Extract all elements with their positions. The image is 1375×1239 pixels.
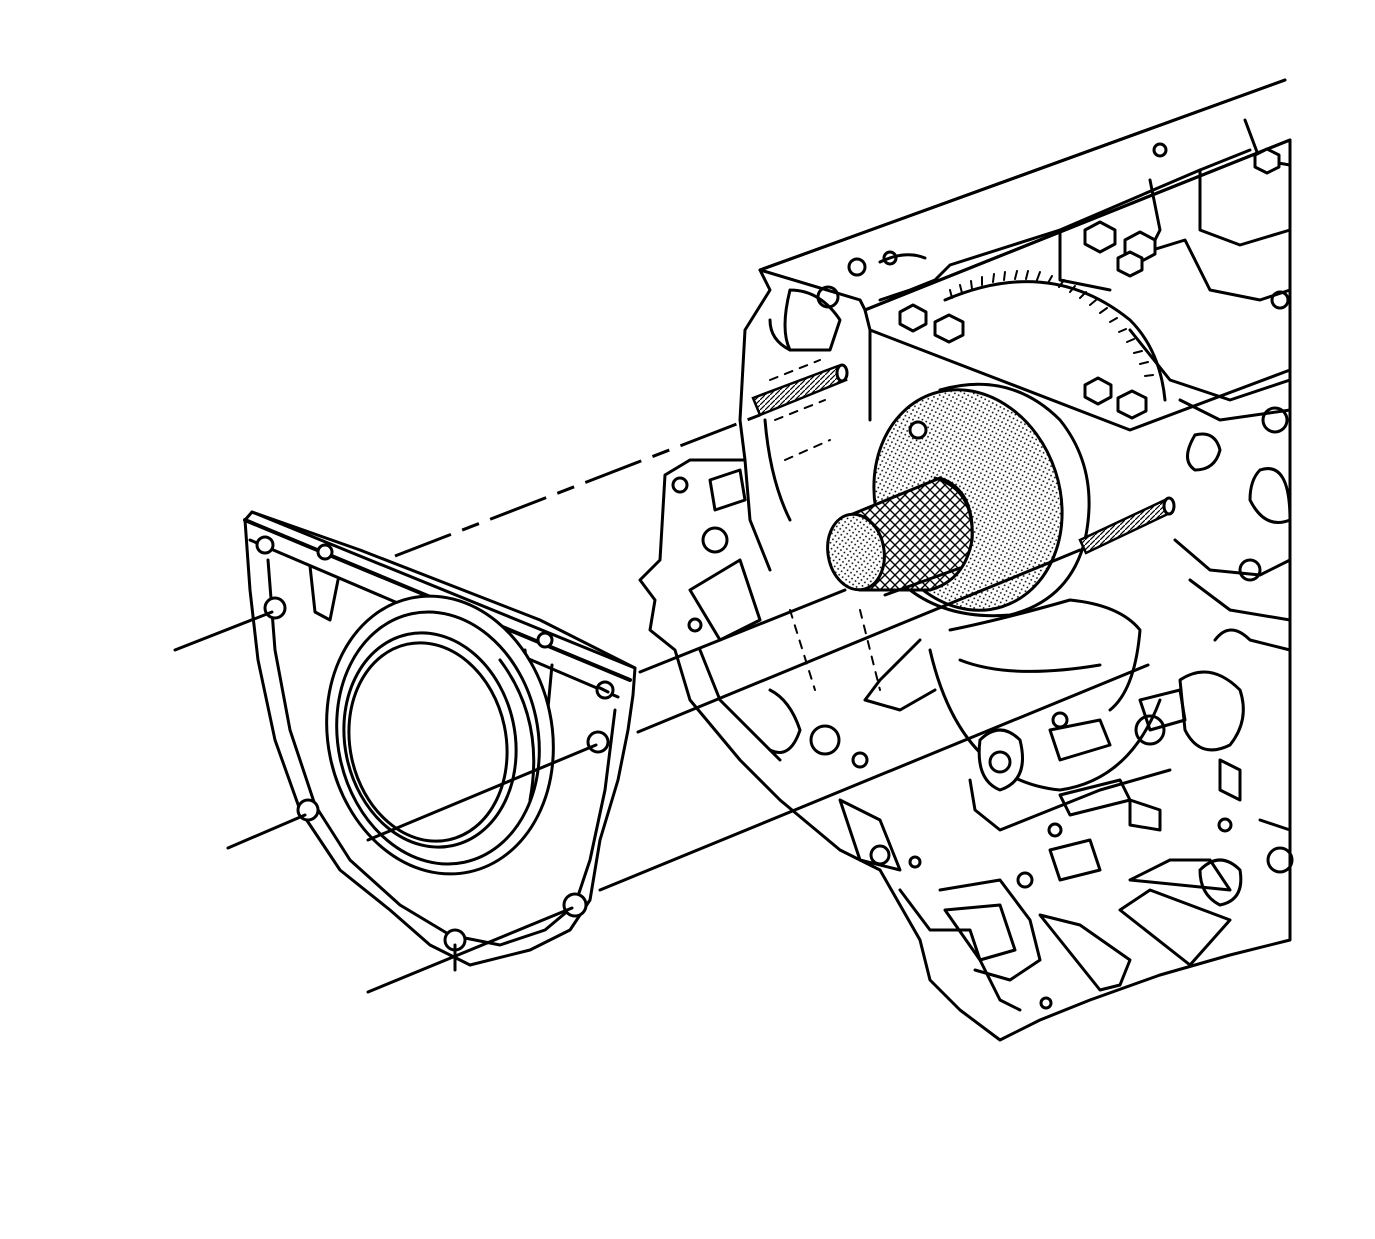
threaded-guide-pins bbox=[751, 363, 1176, 555]
guide-pin-icon bbox=[1078, 496, 1176, 555]
timing-gear-icon bbox=[943, 270, 1167, 402]
alignment-center-lines bbox=[394, 413, 1150, 892]
head-bolt-icon bbox=[898, 147, 1281, 420]
bolt-icon bbox=[173, 610, 274, 652]
housing-bolts bbox=[173, 610, 610, 994]
bolt-icon bbox=[226, 813, 307, 850]
bolt-icon bbox=[366, 906, 574, 994]
guide-pin-icon bbox=[751, 363, 849, 417]
rear-crankshaft-oil-seal-housing bbox=[243, 510, 637, 967]
bolt-icon bbox=[366, 743, 598, 842]
seal-installer-tool bbox=[826, 382, 1091, 618]
bolt-icon bbox=[598, 686, 610, 694]
